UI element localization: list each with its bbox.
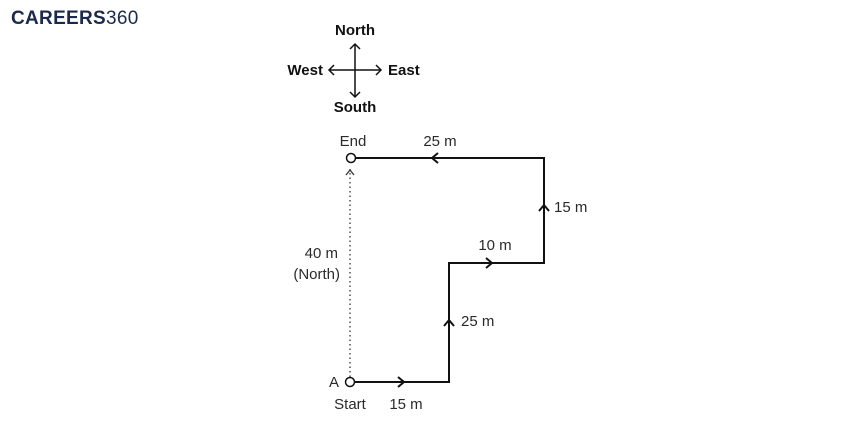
end-point [345, 152, 357, 164]
displacement-arrow-icon [345, 168, 355, 176]
displacement-direction-label: (North) [293, 266, 340, 283]
compass-north-label: North [335, 22, 375, 39]
compass-north-arrow-icon [349, 42, 361, 50]
segment1-east-arrow-icon [397, 376, 406, 388]
segment2-north-arrow-icon [443, 318, 455, 327]
end-label: End [340, 133, 367, 150]
path-line [355, 157, 545, 383]
segment3-east-arrow-icon [485, 257, 494, 269]
compass [327, 42, 383, 99]
start-label: Start [334, 396, 367, 413]
segment2-label: 25 m [461, 313, 494, 330]
compass-east-arrow-icon [375, 64, 383, 76]
displacement-distance-label: 40 m [305, 245, 338, 262]
segment4-label: 15 m [554, 199, 587, 216]
segment3-label: 10 m [478, 237, 511, 254]
compass-west-arrow-icon [327, 64, 335, 76]
start-letter-label: A [329, 374, 339, 391]
start-point [344, 376, 356, 388]
segment5-label: 25 m [423, 133, 456, 150]
segment1-label: 15 m [389, 396, 422, 413]
segment4-north-arrow-icon [538, 203, 550, 212]
logo-text-number: 360 [106, 8, 139, 29]
logo-text-bold: CAREERS [11, 8, 107, 29]
compass-south-arrow-icon [349, 91, 361, 99]
segment5-west-arrow-icon [430, 152, 439, 164]
compass-south-label: South [334, 99, 377, 116]
compass-west-label: West [287, 62, 323, 79]
walk-path [355, 152, 550, 388]
compass-east-label: East [388, 62, 420, 79]
careers360-logo: CAREERS360 [11, 8, 139, 30]
